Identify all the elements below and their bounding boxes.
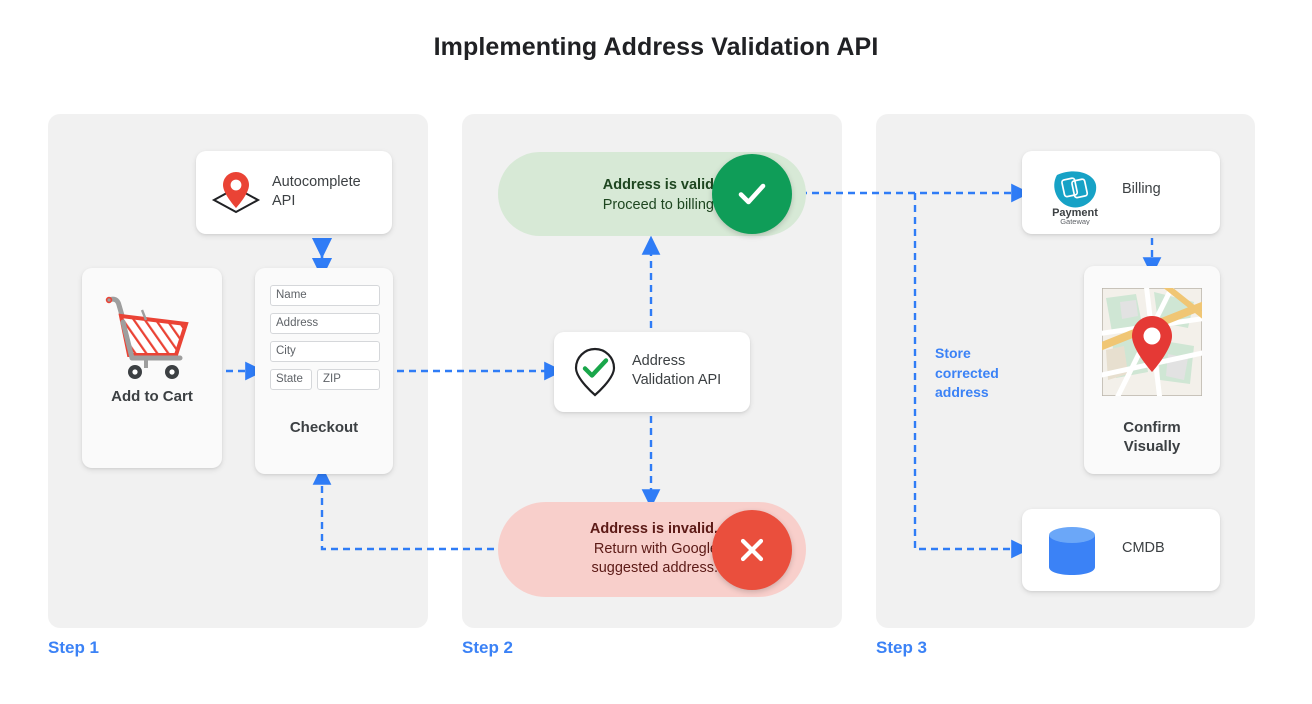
shopping-cart-icon <box>102 292 202 387</box>
step-1-label: Step 1 <box>48 638 100 657</box>
cmdb-card[interactable]: CMDB <box>1022 509 1220 591</box>
city-field[interactable]: City <box>270 341 380 362</box>
cmdb-label: CMDB <box>1122 540 1165 556</box>
map-pin-diamond-icon <box>210 168 262 223</box>
invalid-status-badge <box>712 510 792 590</box>
autocomplete-api-label: Autocomplete API <box>272 174 361 209</box>
confirm-visually-card[interactable]: Confirm Visually <box>1084 266 1220 474</box>
add-to-cart-label: Add to Cart <box>111 388 193 405</box>
address-valid-text: Address is valid. Proceed to billing. <box>602 177 718 213</box>
svg-text:Gateway: Gateway <box>1060 217 1090 225</box>
address-invalid-text: Address is invalid. Return with Google s… <box>589 521 718 576</box>
checkout-card[interactable]: Name Address City State ZIP Checkout <box>255 268 393 474</box>
payment-gateway-icon: Payment Gateway <box>1044 163 1106 230</box>
close-icon <box>740 538 764 562</box>
autocomplete-api-card[interactable]: Autocomplete API <box>196 151 392 234</box>
zip-field[interactable]: ZIP <box>317 369 380 390</box>
state-field[interactable]: State <box>270 369 312 390</box>
name-field[interactable]: Name <box>270 285 380 306</box>
valid-status-badge <box>712 154 792 234</box>
map-thumbnail-icon <box>1095 280 1209 402</box>
confirm-visually-label: Confirm Visually <box>1123 419 1181 455</box>
billing-label: Billing <box>1122 181 1161 197</box>
address-validation-api-card[interactable]: Address Validation API <box>554 332 750 412</box>
address-field[interactable]: Address <box>270 313 380 334</box>
step-3-label: Step 3 <box>876 638 928 657</box>
svg-text:Payment: Payment <box>1052 207 1098 219</box>
store-corrected-address-note: Store corrected address <box>935 345 999 400</box>
add-to-cart-card[interactable]: Add to Cart <box>82 268 222 468</box>
billing-card[interactable]: Payment Gateway Billing <box>1022 151 1220 234</box>
step-2-label: Step 2 <box>462 638 514 657</box>
page-title: Implementing Address Validation API <box>433 33 879 61</box>
pin-check-icon <box>570 346 620 403</box>
check-icon <box>738 183 766 205</box>
address-validation-api-label: Address Validation API <box>632 353 722 388</box>
checkout-label: Checkout <box>289 419 359 436</box>
database-icon <box>1042 523 1102 584</box>
